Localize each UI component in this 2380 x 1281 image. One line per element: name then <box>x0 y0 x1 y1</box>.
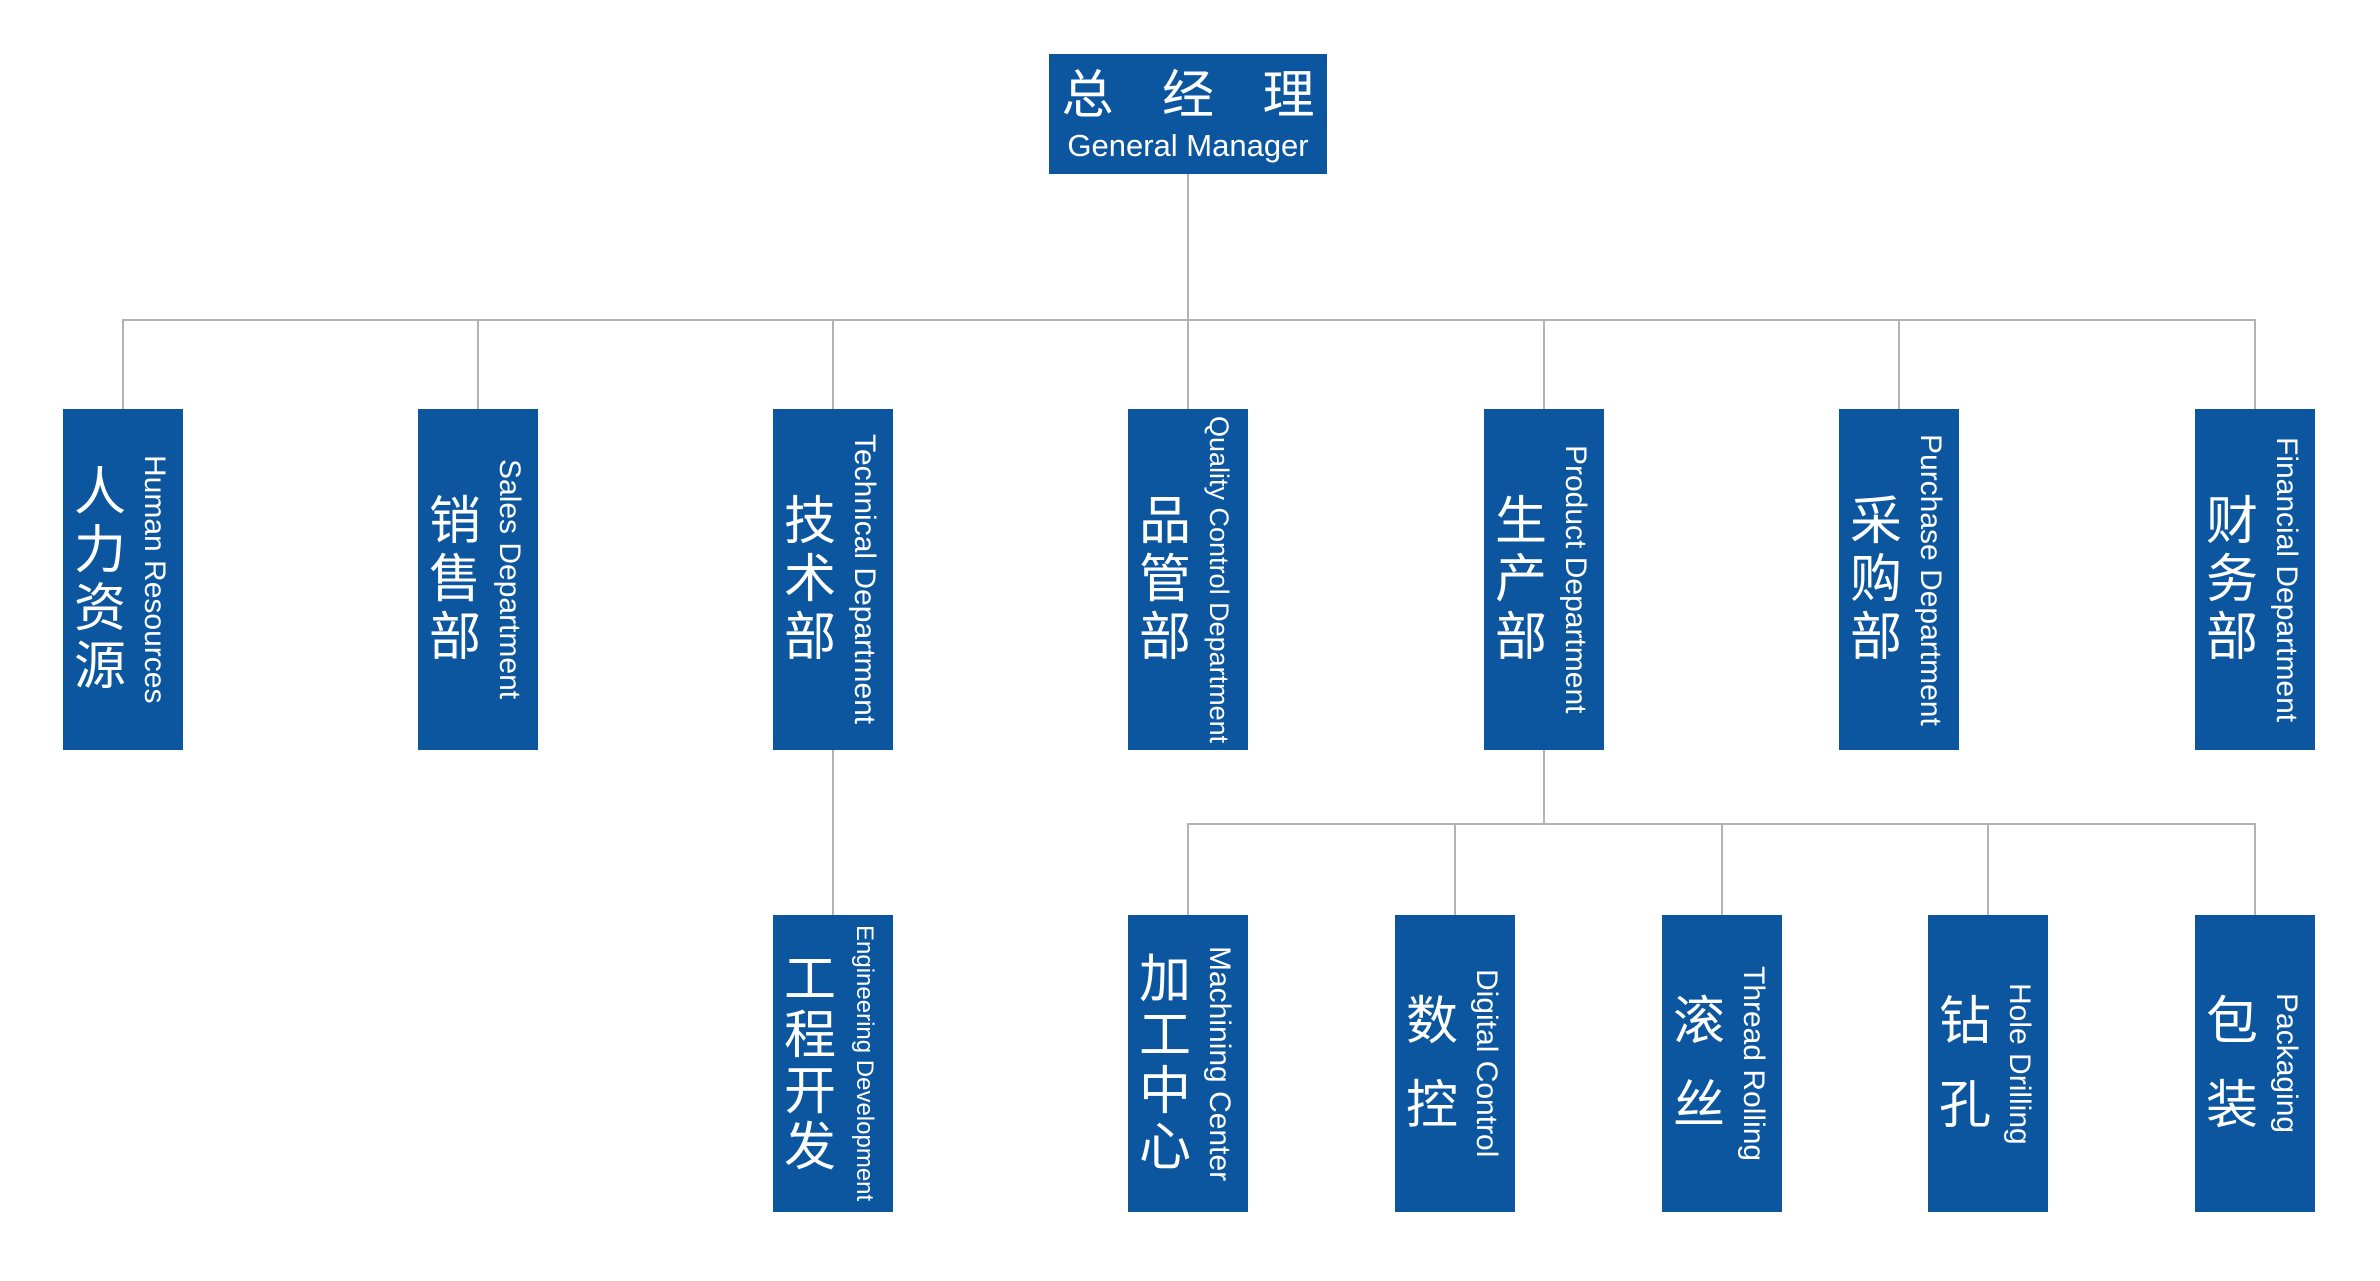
connector-drop-sales <box>477 319 479 409</box>
cn-char: 资 <box>73 578 126 639</box>
connector-drop-drilling <box>1987 823 1989 915</box>
connector-drop-production <box>1543 319 1545 409</box>
cn-char: 部 <box>1138 607 1191 668</box>
cn-char: 部 <box>428 607 481 668</box>
cn-char: 钻 <box>1938 991 1991 1052</box>
unit-thread-rolling: 滚 丝 Thread Rolling <box>1662 915 1782 1212</box>
connector-drop-financial <box>2254 319 2256 409</box>
unit-engineering-development: 工 程 开 发 Engineering Development <box>773 915 893 1212</box>
cn-char: 品 <box>1138 491 1191 552</box>
dept-purchase: 采 购 部 Purchase Department <box>1839 409 1959 750</box>
dept-en-label: Product Department <box>1559 445 1592 714</box>
cn-char: 工 <box>783 949 836 1010</box>
cn-char: 生 <box>1494 491 1547 552</box>
cn-char: 部 <box>1494 607 1547 668</box>
dept-en-label: Technical Department <box>848 434 881 725</box>
general-manager-cn: 总 经 理 <box>1061 66 1327 126</box>
connector-level1-horizontal <box>122 319 2256 321</box>
dept-en-label: Purchase Department <box>1914 433 1947 726</box>
connector-production-down <box>1543 750 1545 824</box>
unit-en-label: Digital Control <box>1470 969 1503 1158</box>
dept-cn-label: 品 管 部 <box>1139 493 1191 667</box>
unit-digital-control: 数 控 Digital Control <box>1395 915 1515 1212</box>
dept-cn-label: 销 售 部 <box>429 493 481 667</box>
dept-en-label: Sales Department <box>493 459 526 700</box>
unit-hole-drilling: 钻 孔 Hole Drilling <box>1928 915 2048 1212</box>
dept-technical: 技 术 部 Technical Department <box>773 409 893 750</box>
cn-char: 产 <box>1494 549 1547 610</box>
unit-en-label: Hole Drilling <box>2003 982 2036 1145</box>
cn-char: 部 <box>783 607 836 668</box>
unit-cn-label: 钻 孔 <box>1939 980 1991 1148</box>
connector-root-down <box>1187 174 1189 320</box>
cn-char: 部 <box>1849 607 1902 668</box>
general-manager-box: 总 经 理 General Manager <box>1049 54 1327 174</box>
connector-drop-hr <box>122 319 124 409</box>
cn-char: 力 <box>73 520 126 581</box>
connector-drop-thread <box>1721 823 1723 915</box>
dept-quality-control: 品 管 部 Quality Control Department <box>1128 409 1248 750</box>
connector-drop-cnc <box>1454 823 1456 915</box>
dept-en-label: Human Resources <box>138 455 171 704</box>
dept-sales: 销 售 部 Sales Department <box>418 409 538 750</box>
unit-cn-label: 加 工 中 心 <box>1139 952 1191 1176</box>
cn-char: 务 <box>2205 549 2258 610</box>
general-manager-en: General Manager <box>1067 128 1309 163</box>
unit-cn-label: 包 装 <box>2206 980 2258 1148</box>
cn-char: 技 <box>783 491 836 552</box>
unit-packaging: 包 装 Packaging <box>2195 915 2315 1212</box>
unit-en-label: Engineering Development <box>851 925 878 1202</box>
connector-drop-machining <box>1187 823 1189 915</box>
cn-char: 术 <box>783 549 836 610</box>
dept-financial: 财 务 部 Financial Department <box>2195 409 2315 750</box>
cn-char: 孔 <box>1938 1075 1991 1136</box>
cn-char: 开 <box>783 1061 836 1122</box>
cn-char: 购 <box>1849 549 1902 610</box>
cn-char: 控 <box>1405 1075 1458 1136</box>
cn-char: 财 <box>2205 491 2258 552</box>
cn-char: 装 <box>2205 1075 2258 1136</box>
unit-cn-label: 滚 丝 <box>1673 980 1725 1148</box>
cn-char: 工 <box>1138 1005 1191 1066</box>
connector-drop-technical <box>832 319 834 409</box>
dept-cn-label: 生 产 部 <box>1495 493 1547 667</box>
cn-char: 数 <box>1405 991 1458 1052</box>
unit-machining-center: 加 工 中 心 Machining Center <box>1128 915 1248 1212</box>
connector-technical-down <box>832 750 834 915</box>
cn-char: 管 <box>1138 549 1191 610</box>
unit-cn-label: 数 控 <box>1406 980 1458 1148</box>
unit-en-label: Thread Rolling <box>1737 965 1770 1162</box>
dept-en-label: Quality Control Department <box>1204 415 1234 744</box>
unit-en-label: Machining Center <box>1203 945 1236 1182</box>
connector-drop-quality <box>1187 319 1189 409</box>
dept-human-resources: 人 力 资 源 Human Resources <box>63 409 183 750</box>
dept-cn-label: 财 务 部 <box>2206 493 2258 667</box>
unit-en-label: Packaging <box>2270 993 2303 1134</box>
cn-char: 丝 <box>1672 1075 1725 1136</box>
unit-cn-label: 工 程 开 发 <box>784 952 836 1176</box>
cn-char: 滚 <box>1672 991 1725 1052</box>
dept-en-label: Financial Department <box>2270 436 2303 723</box>
dept-cn-label: 采 购 部 <box>1850 493 1902 667</box>
cn-char: 发 <box>783 1117 836 1178</box>
dept-cn-label: 技 术 部 <box>784 493 836 667</box>
cn-char: 加 <box>1138 949 1191 1010</box>
cn-char: 包 <box>2205 991 2258 1052</box>
cn-char: 中 <box>1138 1061 1191 1122</box>
cn-char: 程 <box>783 1005 836 1066</box>
cn-char: 人 <box>73 462 126 523</box>
cn-char: 源 <box>73 636 126 697</box>
cn-char: 采 <box>1849 491 1902 552</box>
cn-char: 部 <box>2205 607 2258 668</box>
connector-drop-packaging <box>2254 823 2256 915</box>
cn-char: 售 <box>428 549 481 610</box>
connector-drop-purchase <box>1898 319 1900 409</box>
dept-cn-label: 人 力 资 源 <box>74 464 126 696</box>
cn-char: 销 <box>428 491 481 552</box>
cn-char: 心 <box>1138 1117 1191 1178</box>
dept-production: 生 产 部 Product Department <box>1484 409 1604 750</box>
